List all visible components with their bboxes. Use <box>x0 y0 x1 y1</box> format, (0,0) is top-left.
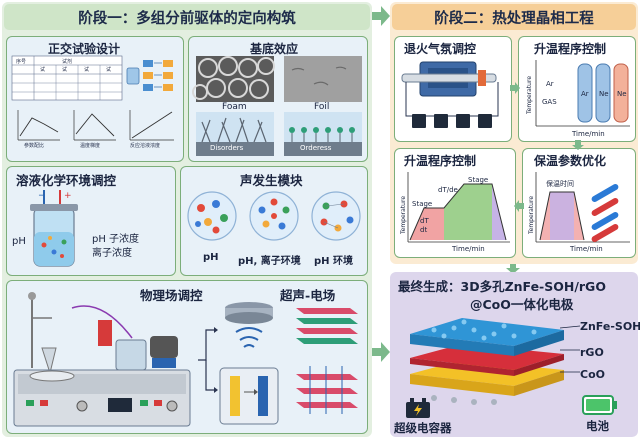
sonic-circle-3 <box>311 191 361 241</box>
stage-a-label: Stage <box>412 200 432 208</box>
arrow-physical-to-final <box>372 342 390 362</box>
table-sub-1: 试 <box>62 66 67 73</box>
sonic-label-1: pH <box>203 252 219 263</box>
gas-side-0: Ar <box>546 80 554 88</box>
disorder-growth-image <box>196 112 274 156</box>
arrow-program1-to-holding <box>572 140 584 150</box>
arrow-stage1-to-stage2 <box>372 6 390 26</box>
field-connector-arrows <box>198 327 218 393</box>
stage1-title: 阶段一：多组分前驱体的定向构筑 <box>78 10 296 27</box>
holding-optimization-title: 保温参数优化 <box>534 154 607 168</box>
ion-concentration-1: pH 子浓度 <box>92 234 140 245</box>
order-growth-image <box>284 112 362 156</box>
gas-label-0: Ar <box>581 90 589 98</box>
layer-label-znfe: ZnFe-SOH <box>580 320 640 333</box>
gas-label-2: Ne <box>617 90 627 98</box>
experiment-flow-icon <box>126 60 173 91</box>
holding-time-plot: 保温时间 Time/min Temperature <box>528 172 630 253</box>
physical-field-title: 物理场调控 <box>140 288 203 303</box>
program2-xlabel: Time/min <box>451 245 485 253</box>
arrow-holding-to-program2 <box>514 200 524 212</box>
supercapacitor-label: 超级电容器 <box>394 421 452 435</box>
table-header-0: 序号 <box>16 58 26 65</box>
ph-label: pH <box>12 236 26 247</box>
orthogonal-plot-1: 参数配比 <box>17 110 60 149</box>
arrow-atm-to-program1 <box>510 82 520 94</box>
sonic-label-3: pH 环境 <box>314 256 354 267</box>
disorder-label: Disorders <box>210 144 244 152</box>
sonic-module-title: 声发生模块 <box>240 173 303 188</box>
tube-furnace-icon <box>401 61 499 128</box>
battery-label: 电池 <box>586 419 609 433</box>
reaction-flask-icon: − + <box>30 190 78 267</box>
layer-label-rgo: rGO <box>580 346 604 359</box>
label-pointers <box>559 325 581 373</box>
svg-text:+: + <box>64 191 72 201</box>
ultrasonic-transducer <box>225 302 273 348</box>
gas-label-1: Ne <box>599 90 609 98</box>
stage1-header: 阶段一：多组分前驱体的定向构筑 <box>4 4 370 30</box>
table-sub-3: 试 <box>106 66 111 73</box>
stage-b-label: Stage <box>468 176 488 184</box>
program1-xlabel: Time/min <box>571 130 605 138</box>
rate-label: dT/de <box>438 186 458 194</box>
foam-image <box>192 56 275 102</box>
electric-field-stack <box>296 366 358 414</box>
gas-cylinders-plot: Ar Ne Ne Ar GAS Time/min Temperature <box>526 60 630 138</box>
foam-label: Foam <box>222 102 247 112</box>
svg-text:−: − <box>38 191 46 201</box>
sonic-circle-1 <box>187 191 237 241</box>
battery-icon <box>582 395 617 415</box>
plot-1-xlabel: 参数配比 <box>24 142 44 149</box>
program2-ylabel: Temperature <box>400 196 407 235</box>
lab-apparatus <box>13 292 191 427</box>
foil-label: Foil <box>314 102 330 112</box>
orthogonal-table: 序号 试剂 试 试 试 试 <box>11 55 123 101</box>
sonic-label-2: pH, 离子环境 <box>238 256 301 267</box>
table-sub-2: 试 <box>84 66 89 73</box>
solution-chemistry-title: 溶液化学环境调控 <box>16 173 117 188</box>
ultrasonic-field-title: 超声-电场 <box>280 288 336 303</box>
dt-bot-label: dt <box>420 226 427 234</box>
heating-program-title-1: 升温程序控制 <box>534 42 607 56</box>
gas-side-1: GAS <box>542 98 557 106</box>
arrow-stage2-to-final <box>506 264 520 274</box>
final-title-line1: 最终生成：3D多孔ZnFe-SOH/rGO <box>398 279 606 294</box>
stage2-header: 阶段二：热处理晶相工程 <box>392 4 636 30</box>
heating-program-title-2: 升温程序控制 <box>404 154 477 168</box>
final-title-line2: @CoO一体化电极 <box>470 297 574 312</box>
foil-image <box>284 56 362 102</box>
electrode-layer-stack <box>410 318 564 405</box>
annealing-atmosphere-title: 退火气氛调控 <box>404 42 477 56</box>
ion-concentration-2: 离子浓度 <box>92 248 132 259</box>
orthogonal-design-title: 正交试验设计 <box>48 42 121 56</box>
order-label: Orderess <box>300 144 332 152</box>
stage-temperature-plot: Stage Stage dT/de dT dt Time/min Tempera… <box>400 172 510 253</box>
table-header-1: 试剂 <box>62 58 72 65</box>
table-sub-0: 试 <box>40 66 45 73</box>
holding-xlabel: Time/min <box>569 245 603 253</box>
holding-ylabel: Temperature <box>528 196 535 235</box>
orthogonal-plot-3: 反应溶液浓度 <box>129 110 174 149</box>
substrate-effect-title: 基底效应 <box>250 42 299 56</box>
stage2-title: 阶段二：热处理晶相工程 <box>434 10 594 27</box>
layer-label-coo: CoO <box>580 368 605 381</box>
plot-3-xlabel: 反应溶液浓度 <box>130 142 160 149</box>
orthogonal-plot-2: 温度梯度 <box>73 110 116 149</box>
layered-film-stack <box>296 308 358 344</box>
dt-top-label: dT <box>420 217 429 225</box>
hold-time-label: 保温时间 <box>546 179 574 188</box>
program1-ylabel: Temperature <box>526 76 533 115</box>
supercapacitor-icon <box>406 398 430 418</box>
electric-field-cell <box>219 367 279 425</box>
plot-2-xlabel: 温度梯度 <box>80 142 100 149</box>
sonic-circle-2 <box>249 191 299 241</box>
